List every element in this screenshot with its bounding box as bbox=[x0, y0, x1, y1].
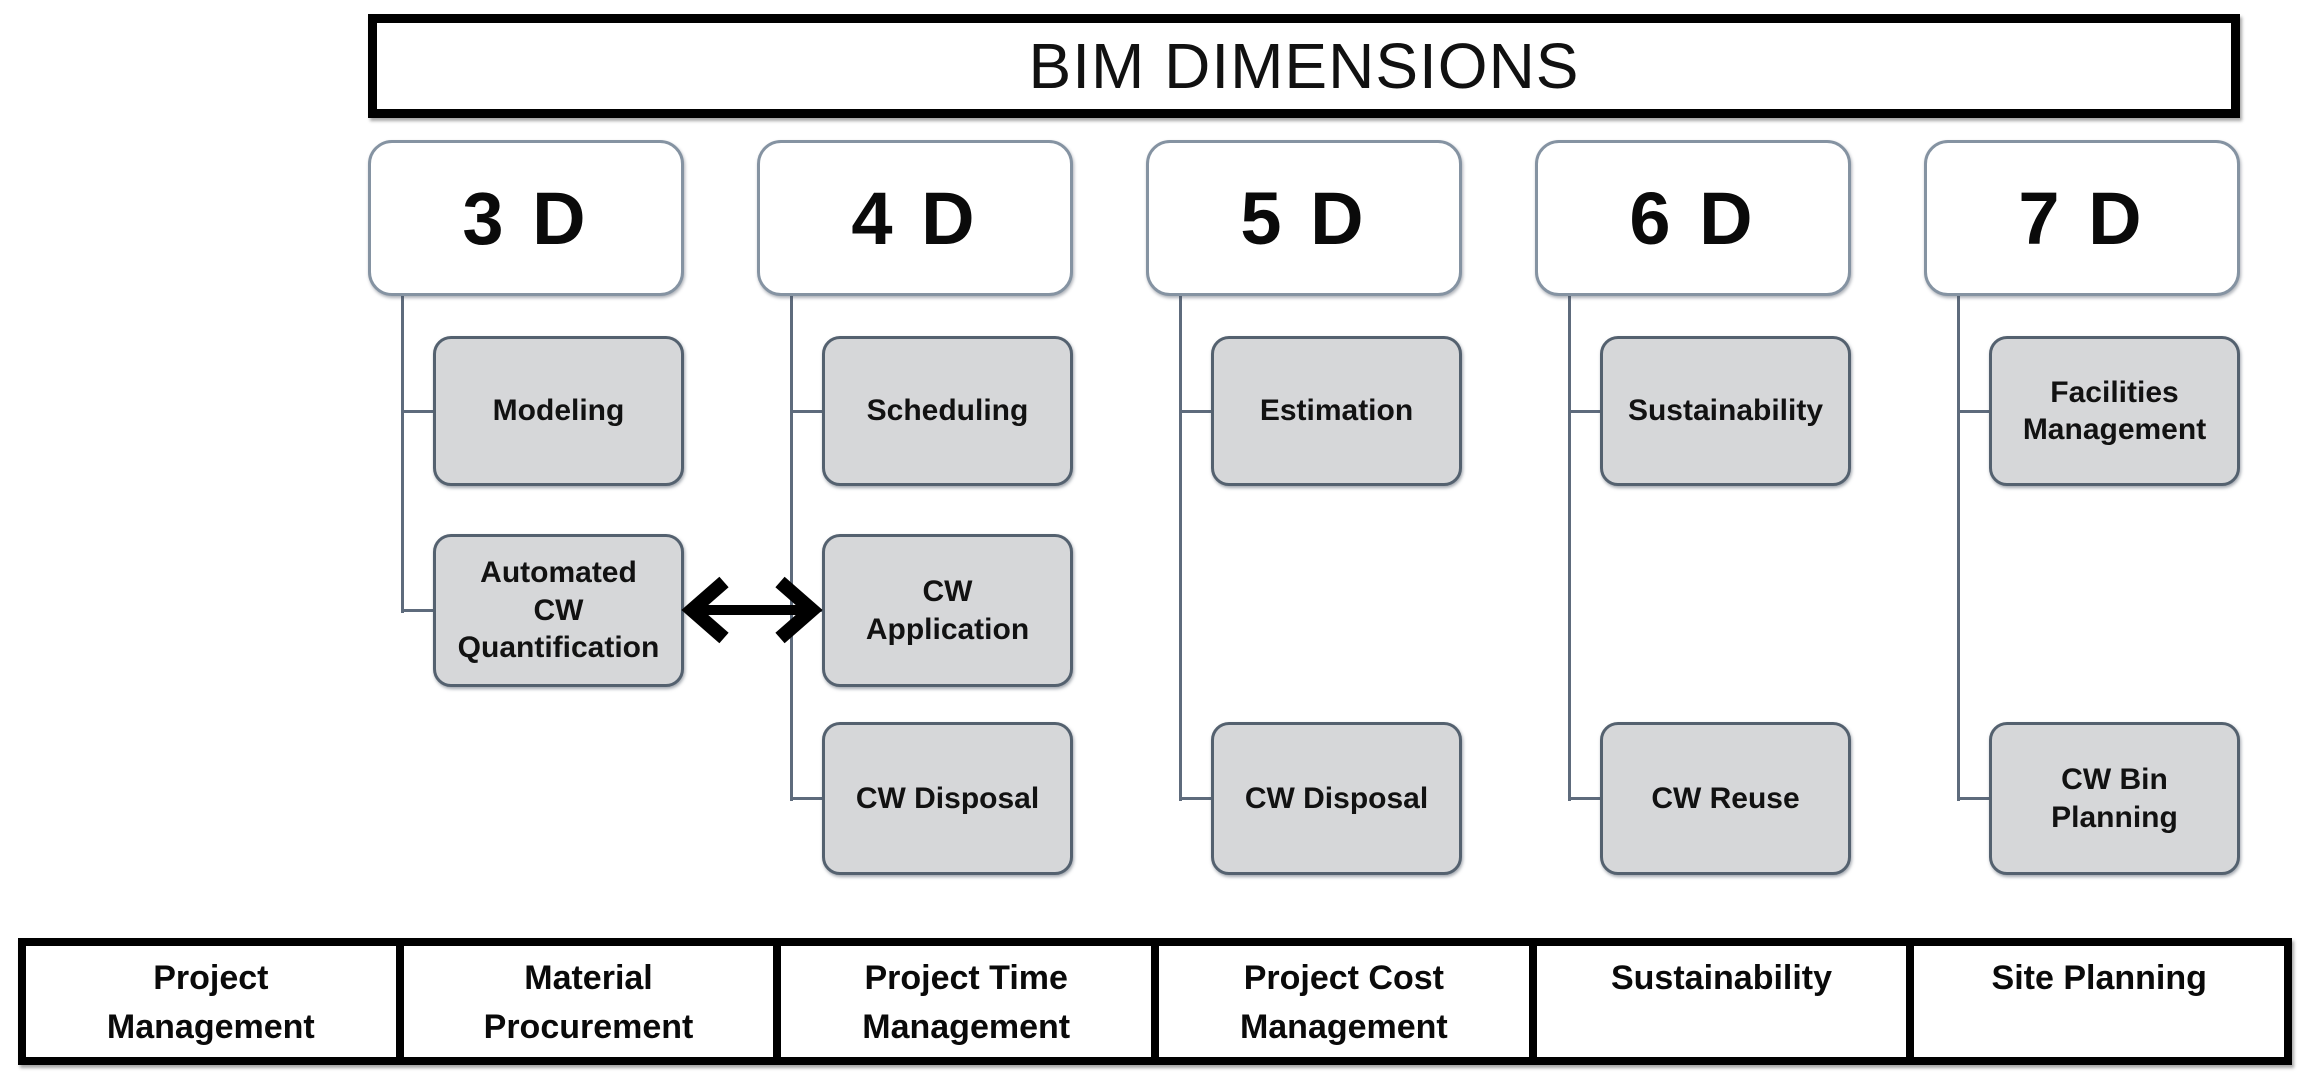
connector-4d-scheduling bbox=[790, 410, 823, 413]
footer-cell-site-planning: Site Planning bbox=[1910, 942, 2289, 1061]
connector-7d-cw-bin-planning bbox=[1957, 797, 1990, 800]
dimension-header-7d-label: 7 D bbox=[2018, 176, 2146, 260]
connector-7d-vertical bbox=[1957, 294, 1960, 801]
dimension-header-5d-label: 5 D bbox=[1240, 176, 1368, 260]
connector-6d-sustainability bbox=[1568, 410, 1601, 413]
connector-3d-vertical bbox=[401, 294, 404, 613]
connector-7d-facilities-management bbox=[1957, 410, 1990, 413]
diagram-title: BIM DIMENSIONS bbox=[1028, 30, 1580, 102]
dimension-header-5d: 5 D bbox=[1146, 140, 1462, 296]
connector-6d-cw-reuse bbox=[1568, 797, 1601, 800]
node-cw-disposal-4d: CW Disposal bbox=[822, 722, 1073, 875]
footer-cell-sustainability: Sustainability bbox=[1532, 942, 1911, 1061]
connector-4d-cw-disposal bbox=[790, 797, 823, 800]
connector-5d-vertical bbox=[1179, 294, 1182, 801]
dimension-header-3d: 3 D bbox=[368, 140, 684, 296]
bidirectional-arrow-icon bbox=[678, 572, 826, 648]
footer-cell-project-cost-management: Project Cost Management bbox=[1155, 942, 1533, 1061]
node-cw-reuse: CW Reuse bbox=[1600, 722, 1851, 875]
node-automated-cw-quantification: Automated CW Quantification bbox=[433, 534, 684, 687]
footer-table: Project Management Material Procurement … bbox=[18, 938, 2292, 1065]
dimension-header-7d: 7 D bbox=[1924, 140, 2240, 296]
dimension-header-6d: 6 D bbox=[1535, 140, 1851, 296]
node-cw-application: CW Application bbox=[822, 534, 1073, 687]
connector-6d-vertical bbox=[1568, 294, 1571, 801]
footer-cell-project-management: Project Management bbox=[22, 942, 400, 1061]
node-modeling: Modeling bbox=[433, 336, 684, 486]
dimension-header-4d: 4 D bbox=[757, 140, 1073, 296]
footer-cell-material-procurement: Material Procurement bbox=[399, 942, 778, 1061]
node-facilities-management: Facilities Management bbox=[1989, 336, 2240, 486]
dimension-header-6d-label: 6 D bbox=[1629, 176, 1757, 260]
footer-cell-project-time-management: Project Time Management bbox=[777, 942, 1156, 1061]
diagram-title-box: BIM DIMENSIONS bbox=[368, 14, 2240, 118]
connector-3d-automated-cw-quantification bbox=[401, 609, 434, 612]
connector-3d-modeling bbox=[401, 410, 434, 413]
connector-4d-vertical bbox=[790, 294, 793, 801]
node-sustainability: Sustainability bbox=[1600, 336, 1851, 486]
dimension-header-4d-label: 4 D bbox=[851, 176, 979, 260]
dimension-header-3d-label: 3 D bbox=[462, 176, 590, 260]
connector-5d-cw-disposal bbox=[1179, 797, 1212, 800]
node-estimation: Estimation bbox=[1211, 336, 1462, 486]
connector-5d-estimation bbox=[1179, 410, 1212, 413]
node-scheduling: Scheduling bbox=[822, 336, 1073, 486]
node-cw-bin-planning: CW Bin Planning bbox=[1989, 722, 2240, 875]
node-cw-disposal-5d: CW Disposal bbox=[1211, 722, 1462, 875]
